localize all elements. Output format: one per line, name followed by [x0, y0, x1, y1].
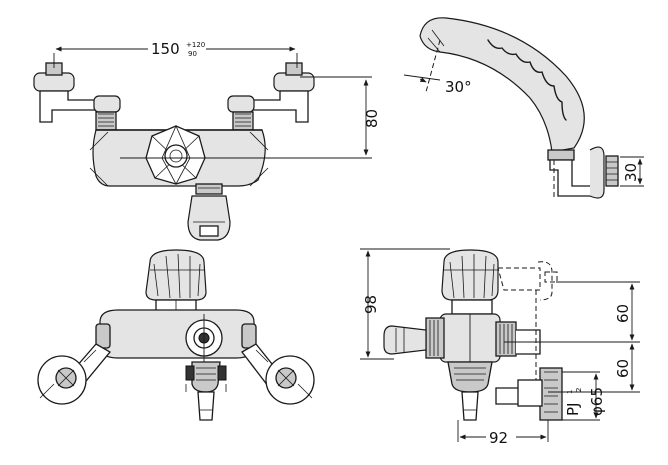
hand-shower-head [419, 17, 585, 153]
right-elbow [252, 90, 309, 123]
front-view [37, 249, 315, 421]
left-wall-flange [33, 72, 75, 92]
front-spout-pipe [197, 391, 215, 421]
handle-angle-label: 30° [445, 78, 472, 96]
right-wall-flange [273, 72, 315, 92]
front-body [99, 309, 255, 359]
top-height-label: 80 [363, 109, 381, 128]
side-spout-pipe [461, 391, 479, 421]
thread-fraction-den: 2 [575, 388, 583, 392]
side-lower-label: 60 [614, 359, 632, 378]
left-elbow [39, 90, 96, 123]
top-view: 150 +120 90 80 [33, 38, 381, 241]
side-height-label: 98 [362, 295, 380, 314]
front-spout-nut [191, 361, 221, 393]
left-arm-joint [93, 95, 121, 113]
diameter-label: φ65 [588, 387, 606, 416]
handle-view: 30° 30 [403, 17, 644, 200]
right-arm-joint [227, 95, 255, 113]
wall-bracket [589, 146, 605, 199]
right-inlet-nut [232, 111, 254, 131]
thread-label: PJ [564, 403, 582, 416]
side-depth-label: 92 [489, 429, 508, 447]
top-width-label: 150 [151, 40, 180, 58]
right-wall-nut [285, 62, 303, 76]
side-spout-nut [447, 361, 493, 393]
top-width-tol-upper: +120 [186, 41, 205, 49]
top-outlet [187, 195, 231, 241]
top-width-tol-lower: 90 [188, 50, 197, 58]
side-knob [441, 249, 499, 301]
side-outlet [383, 325, 427, 355]
left-inlet-nut [95, 111, 117, 131]
side-upper-label: 60 [614, 304, 632, 323]
side-view: 98 60 60 PJ 1 2 φ65 92 [360, 248, 640, 447]
front-knob [145, 249, 207, 301]
thread-fraction-num: 1 [566, 390, 574, 394]
wall-depth-label: 30 [622, 163, 640, 182]
holder-arm [549, 159, 593, 197]
